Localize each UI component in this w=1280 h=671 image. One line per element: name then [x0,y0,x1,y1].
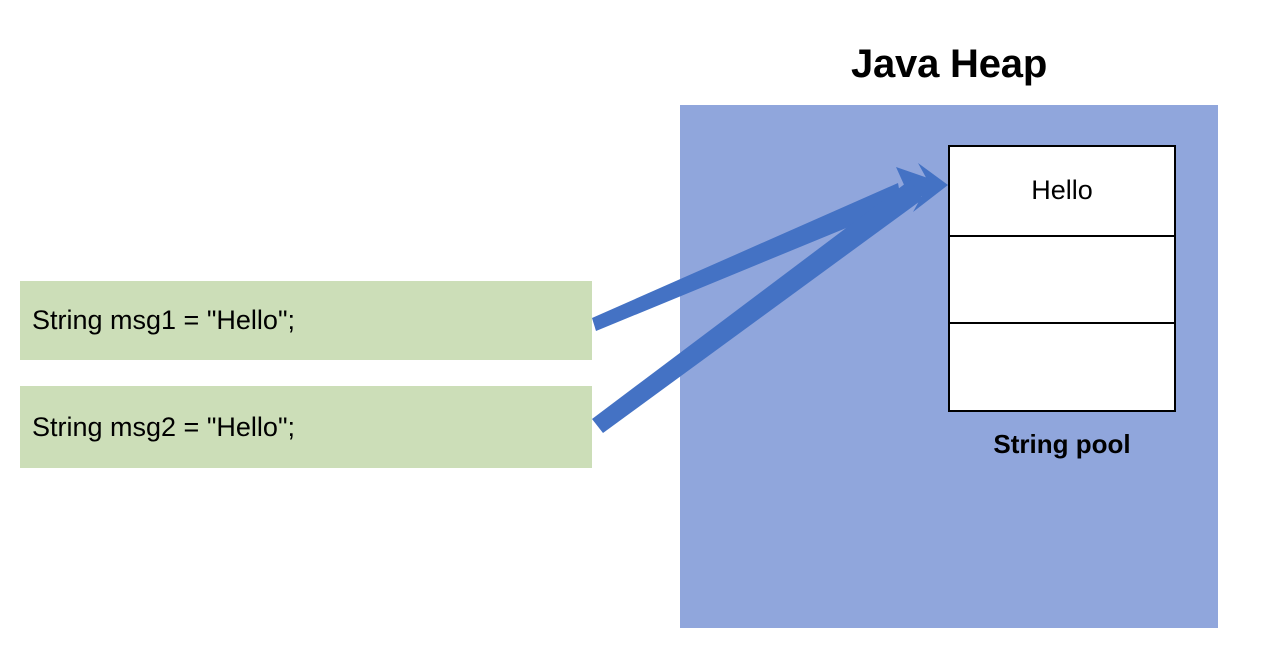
string-pool-table: Hello [948,145,1176,412]
string-pool-cell: Hello [1031,175,1093,206]
code-box-msg2-text: String msg2 = "Hello"; [32,411,296,442]
string-pool-caption: String pool [993,429,1131,459]
heap-title: Java Heap [850,42,1048,86]
code-box-msg2: String msg2 = "Hello"; [20,386,592,468]
string-pool-cell [950,322,1174,410]
code-box-msg1: String msg1 = "Hello"; [20,281,592,360]
string-pool-cell [950,234,1174,323]
code-box-msg1-text: String msg1 = "Hello"; [32,305,296,335]
